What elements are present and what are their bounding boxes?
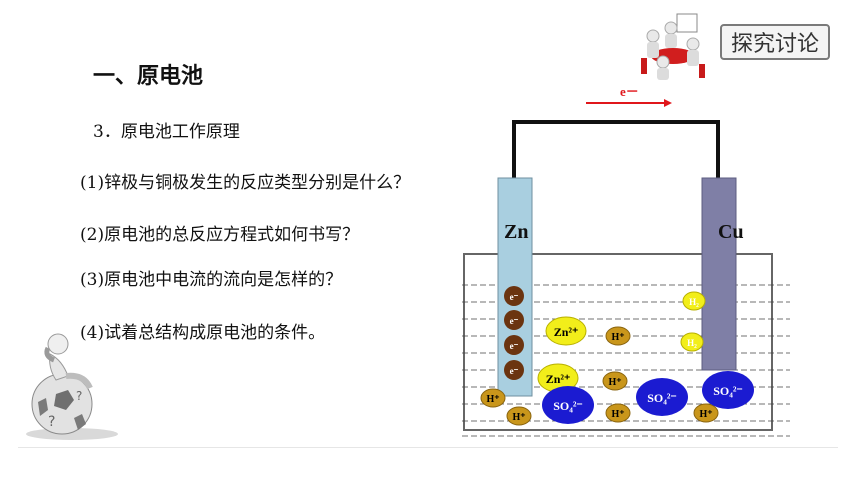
question-4: (4)试着总结构成原电池的条件。 — [80, 323, 326, 343]
svg-text:SO₄²⁻: SO₄²⁻ — [647, 391, 677, 405]
hydrogen-ion: H⁺ — [602, 371, 628, 391]
hydrogen-ion: H⁺ — [693, 403, 719, 423]
thinking-figure-illustration: ? ? — [26, 333, 118, 440]
hydrogen-gas-bubble: H₂ — [680, 332, 704, 352]
topic-badge: 探究讨论 — [720, 24, 830, 60]
svg-text:H₂: H₂ — [689, 297, 699, 307]
hydrogen-gas-bubble: H₂ — [682, 291, 706, 311]
svg-text:H⁺: H⁺ — [486, 394, 499, 405]
svg-text:SO₄²⁻: SO₄²⁻ — [553, 399, 583, 413]
hydrogen-ion: H⁺ — [480, 388, 506, 408]
svg-text:H⁺: H⁺ — [611, 332, 624, 343]
question-1: (1)锌极与铜极发生的反应类型分别是什么？ — [80, 173, 411, 193]
electron: e⁻ — [504, 310, 524, 330]
electron: e⁻ — [504, 360, 524, 380]
electrolyte-container — [463, 253, 773, 431]
zinc-ion: Zn²⁺ — [537, 363, 579, 393]
electron: e⁻ — [504, 335, 524, 355]
electron-flow-arrow — [586, 99, 672, 107]
slide-divider — [18, 447, 838, 448]
svg-text:e⁻: e⁻ — [510, 366, 519, 376]
svg-text:H⁺: H⁺ — [699, 409, 712, 420]
sulfate-ion: SO₄²⁻ — [542, 386, 594, 424]
electron-flow-label: e－ — [620, 84, 639, 99]
question-3: (3)原电池中电流的流向是怎样的？ — [80, 270, 343, 290]
page-title: 一、原电池 — [93, 64, 204, 89]
svg-text:H⁺: H⁺ — [512, 412, 525, 423]
question-2: (2)原电池的总反应方程式如何书写？ — [80, 225, 360, 245]
electron: e⁻ — [504, 286, 524, 306]
galvanic-cell-diagram: e－ Zn Cu e⁻ e⁻ e⁻ e⁻ — [462, 84, 790, 437]
hydrogen-ion: H⁺ — [605, 403, 631, 423]
external-wire — [512, 120, 720, 180]
copper-electrode — [701, 177, 737, 371]
copper-label: Cu — [718, 221, 744, 243]
svg-text:?: ? — [48, 414, 55, 430]
svg-text:e⁻: e⁻ — [510, 292, 519, 302]
hydrogen-ion: H⁺ — [605, 326, 631, 346]
hydrogen-ion: H⁺ — [506, 406, 532, 426]
section-subtitle: 3．原电池工作原理 — [93, 122, 240, 142]
svg-text:e⁻: e⁻ — [510, 341, 519, 351]
svg-text:H⁺: H⁺ — [611, 409, 624, 420]
svg-text:Zn²⁺: Zn²⁺ — [546, 372, 571, 386]
zinc-label: Zn — [504, 221, 528, 243]
svg-text:e⁻: e⁻ — [510, 316, 519, 326]
sulfate-ion: SO₄²⁻ — [636, 378, 688, 416]
discussion-people-icon — [641, 13, 705, 80]
svg-text:H⁺: H⁺ — [608, 377, 621, 388]
svg-text:H₂: H₂ — [687, 338, 697, 348]
svg-text:?: ? — [76, 389, 82, 403]
svg-text:SO₄²⁻: SO₄²⁻ — [713, 384, 743, 398]
zinc-ion: Zn²⁺ — [545, 316, 587, 346]
svg-text:Zn²⁺: Zn²⁺ — [554, 325, 579, 339]
sulfate-ion: SO₄²⁻ — [702, 371, 754, 409]
